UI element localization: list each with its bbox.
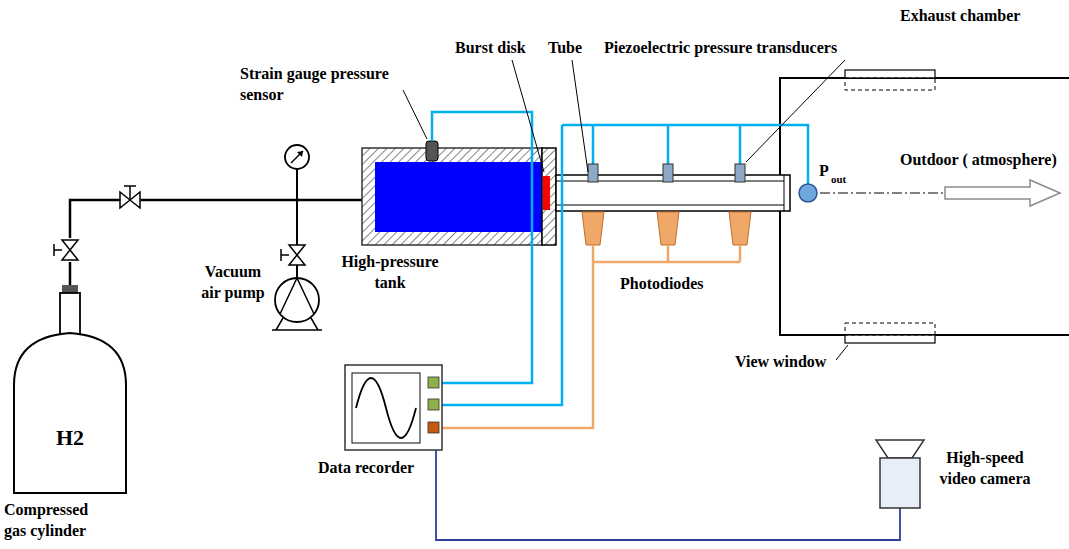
pressure-symbol: P [819,161,829,182]
window-label: View window [735,352,826,373]
sensor-label: Strain gauge pressure sensor [240,64,420,106]
cylinder-label: Compressed gas cylinder [4,500,114,542]
outdoor-label: Outdoor ( atmosphere) [900,150,1057,171]
recorder-label: Data recorder [318,458,414,479]
camera-label: High-speed video camera [930,448,1040,490]
cylinder-outline [12,285,128,495]
gas-cylinder: H2 [12,285,128,495]
pump-label: Vacuum air pump [196,262,270,304]
chamber-label: Exhaust chamber [900,6,1020,27]
gas-name: H2 [12,425,128,451]
tank-label: High-pressure tank [330,252,450,294]
photodiode-label: Photodiodes [620,274,704,295]
transducer-label: Piezoelectric pressure transducers [604,38,837,59]
tube-label: Tube [548,38,582,59]
pressure-subscript: out [831,172,846,186]
burst-disk-label: Burst disk [455,38,526,59]
